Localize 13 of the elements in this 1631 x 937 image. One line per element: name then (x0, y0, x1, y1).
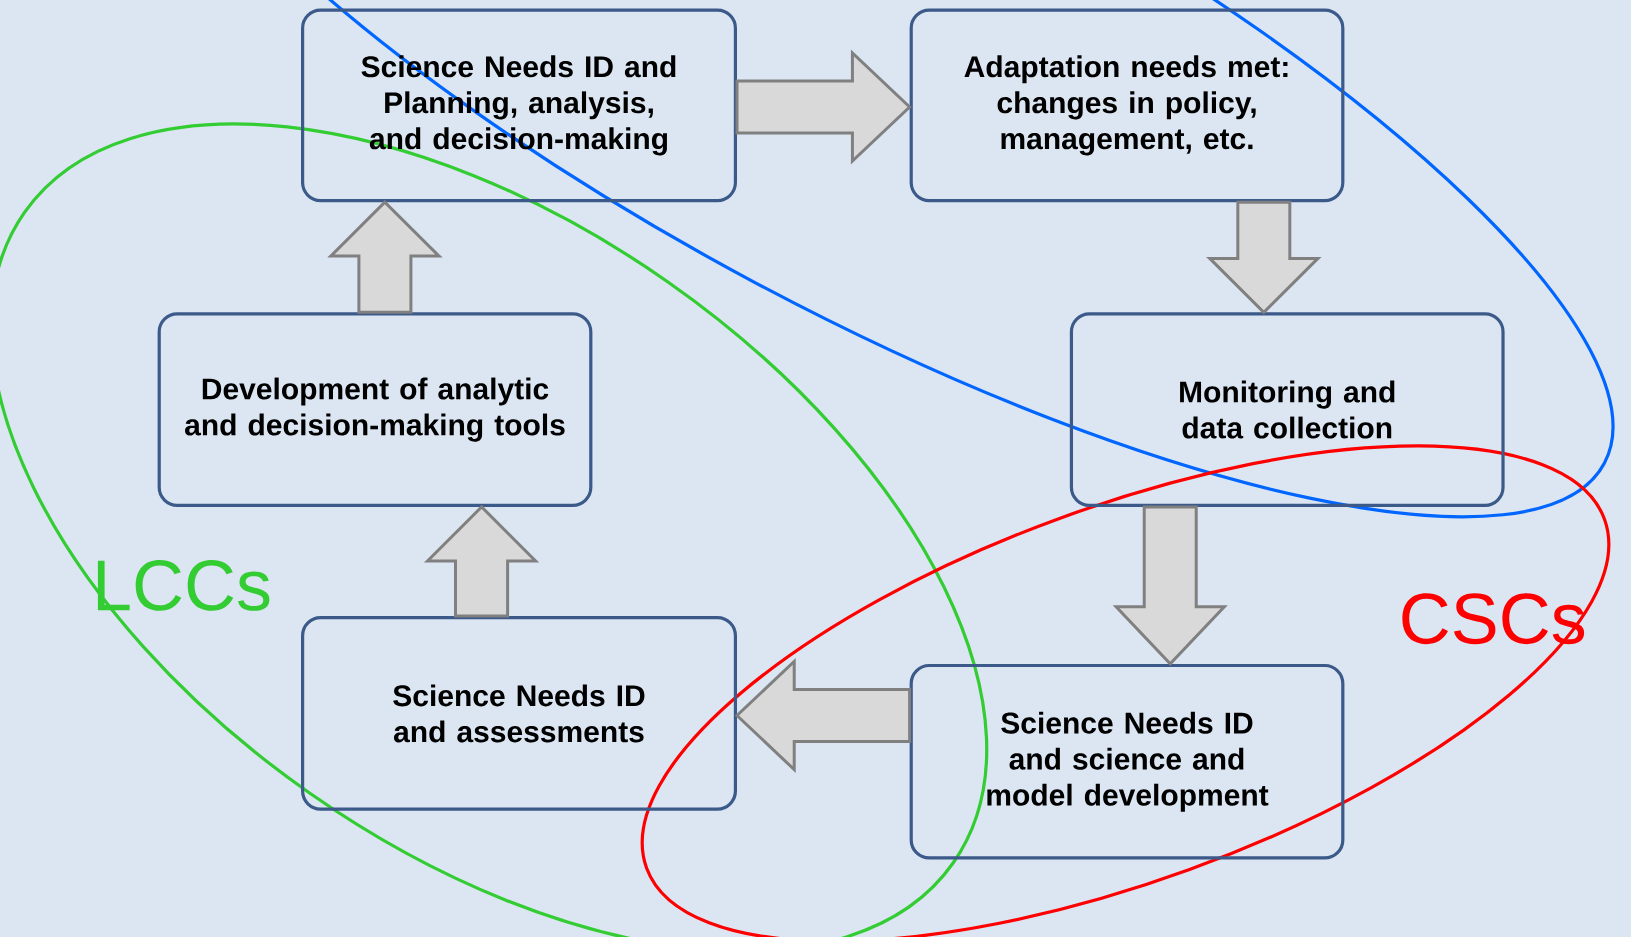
block-arrow (734, 657, 912, 774)
group-label: CSCs (1402, 593, 1585, 645)
block-arrow (423, 504, 540, 618)
group-label: LCCs (97, 559, 270, 611)
block-arrow (327, 200, 443, 314)
process-box: Monitoring and data collection (1069, 312, 1505, 507)
process-box: Science Needs ID and assessments (301, 616, 737, 811)
block-arrow (1206, 200, 1322, 315)
process-box: Adaptation needs met: changes in policy, management, etc. (909, 8, 1345, 203)
block-arrow (1112, 505, 1228, 667)
process-box: Development of analytic and decision-making tools (157, 312, 593, 507)
block-arrow (735, 49, 912, 165)
process-box: Science Needs ID and science and model development (909, 663, 1345, 860)
